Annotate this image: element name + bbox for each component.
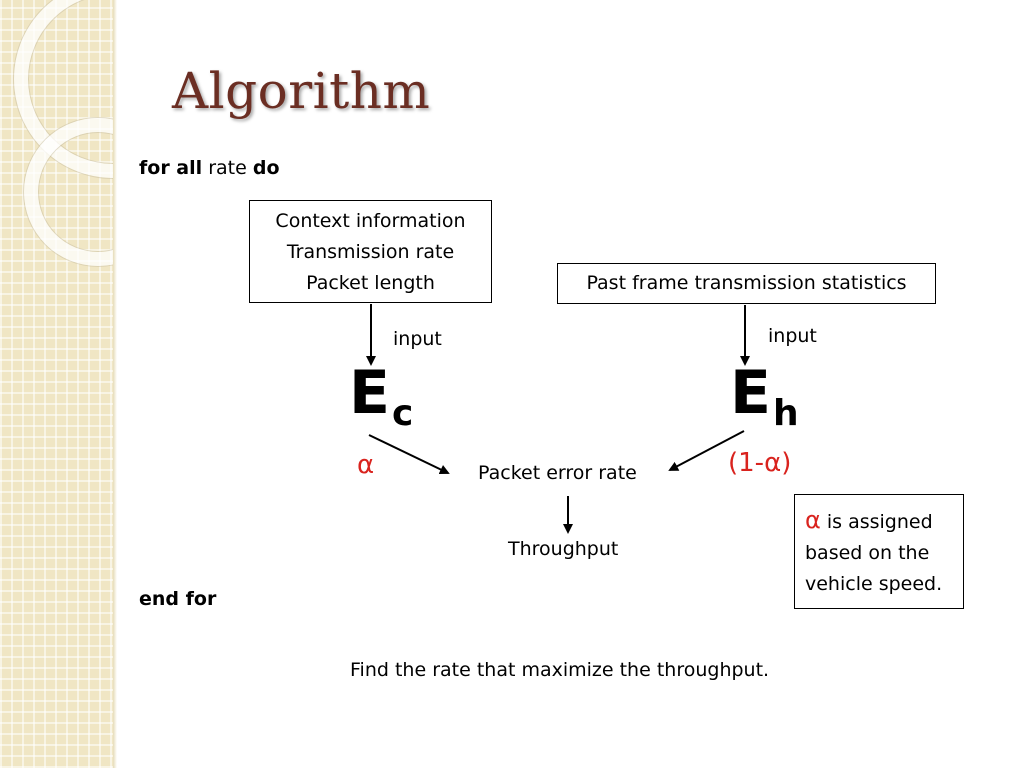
past-stats-box: Past frame transmission statistics — [557, 263, 936, 304]
estimator-eh: Eh — [730, 363, 799, 434]
throughput-label: Throughput — [508, 538, 619, 560]
alpha-weight: α — [357, 450, 375, 480]
estimator-ec-main: E — [349, 358, 390, 428]
estimator-ec: Ec — [349, 363, 414, 434]
keyword-do: do — [252, 157, 280, 179]
end-for-line: end for — [139, 588, 217, 610]
sidebar-edge — [113, 0, 117, 768]
context-line: Context information — [275, 210, 466, 232]
note-alpha-symbol: α — [805, 506, 821, 534]
packet-error-rate-label: Packet error rate — [478, 462, 637, 484]
context-info-box: Context information Transmission rate Pa… — [249, 200, 492, 303]
input-label-right: input — [768, 325, 817, 347]
estimator-eh-main: E — [730, 358, 771, 428]
slide-title: Algorithm — [172, 62, 431, 120]
conclusion-text: Find the rate that maximize the throughp… — [350, 659, 770, 681]
arrow-eh-to-per — [668, 430, 745, 471]
loop-variable: rate — [208, 157, 247, 179]
arrow-ec-to-per — [368, 434, 450, 475]
decorative-sidebar — [0, 0, 113, 768]
note-text: is assigned based on the vehicle speed. — [805, 511, 943, 595]
keyword-for-all: for all — [139, 157, 203, 179]
estimator-ec-sub: c — [392, 393, 414, 434]
context-line: Transmission rate — [286, 241, 455, 263]
for-all-line: for all rate do — [139, 157, 280, 179]
alpha-note-box: α is assigned based on the vehicle speed… — [794, 494, 964, 609]
one-minus-alpha-weight: (1-α) — [728, 448, 792, 478]
estimator-eh-sub: h — [773, 393, 799, 434]
context-line: Packet length — [306, 272, 435, 294]
input-label-left: input — [393, 328, 442, 350]
